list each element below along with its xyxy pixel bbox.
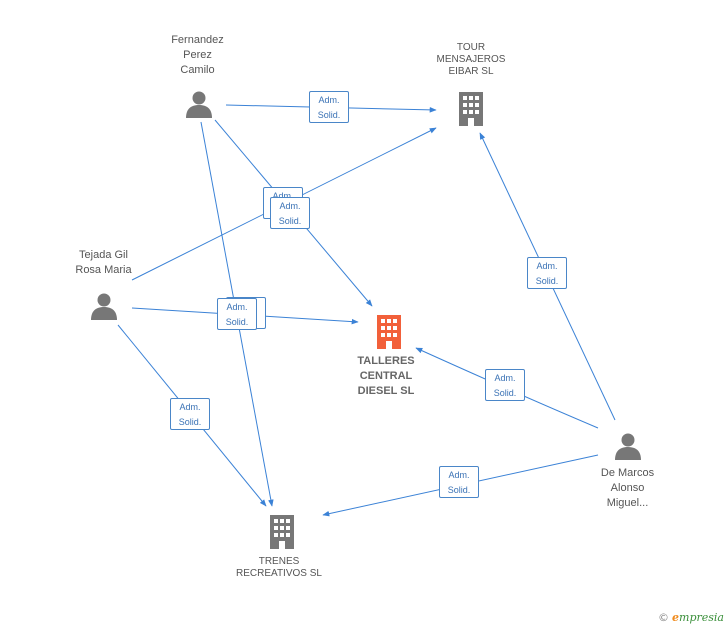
edge-label-line1: Adm.: [226, 302, 248, 312]
node-label-demarcos: De Marcos Alonso Miguel...: [600, 467, 655, 509]
brand-initial: e: [672, 611, 680, 624]
person-icon[interactable]: [613, 431, 643, 461]
edge-label-line2: Solid.: [317, 110, 341, 120]
edge-label-demarcos-talleres[interactable]: Adm. Solid.: [485, 369, 525, 401]
edge-label-line1: Adm.: [536, 261, 558, 271]
edge-label-line2: Solid.: [178, 417, 202, 427]
node-label-tejada: Tejada Gil Rosa Maria: [75, 249, 132, 276]
edge-label-tejada-trenes[interactable]: Adm. Solid.: [170, 398, 210, 430]
edge-label-line1: Adm.: [448, 470, 470, 480]
edge-label-line1: Adm.: [318, 95, 340, 105]
node-label-fernandez: Fernandez Perez Camilo: [171, 34, 224, 76]
edge-label-line2: Solid.: [535, 276, 559, 286]
edge-label-line1: Adm.: [279, 201, 301, 211]
edge-label-fernandez-talleres[interactable]: Adm. Solid.: [270, 197, 310, 229]
edge-label-line1: Adm.: [494, 373, 516, 383]
brand-name: mpresia: [679, 611, 724, 624]
building-icon[interactable]: [456, 92, 486, 126]
empresia-watermark: ©empresia: [658, 611, 724, 624]
edge-label-line2: Solid.: [278, 216, 302, 226]
node-label-trenes: TRENES RECREATIVOS SL: [236, 556, 322, 579]
building-icon[interactable]: [267, 515, 297, 549]
edge-label-line1: Adm.: [179, 402, 201, 412]
node-label-talleres: TALLERES CENTRAL DIESEL SL: [357, 355, 415, 397]
person-icon[interactable]: [89, 291, 119, 321]
edge-label-demarcos-trenes[interactable]: Adm. Solid.: [439, 466, 479, 498]
edge-label-line2: Solid.: [447, 485, 471, 495]
building-icon[interactable]: [374, 315, 404, 349]
edge-label-fernandez-tour[interactable]: Adm. Solid.: [309, 91, 349, 123]
person-icon[interactable]: [184, 89, 214, 119]
edge-label-line1: Adm.: [272, 191, 294, 201]
edge-label-tejada-talleres[interactable]: Adm. Solid.: [217, 298, 257, 330]
edge-label-demarcos-tour[interactable]: Adm. Solid.: [527, 257, 567, 289]
edge-label-line2: Solid.: [493, 388, 517, 398]
edge-label-line2: Solid.: [225, 317, 249, 327]
node-label-tour: TOUR MENSAJEROS EIBAR SL: [436, 42, 506, 77]
copyright-symbol: ©: [658, 611, 670, 624]
